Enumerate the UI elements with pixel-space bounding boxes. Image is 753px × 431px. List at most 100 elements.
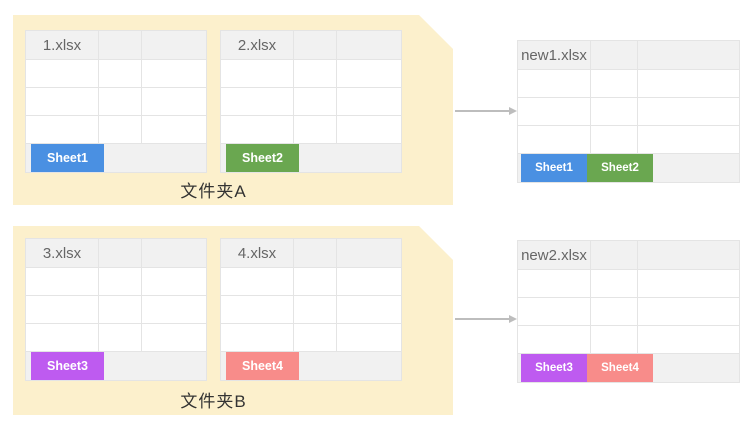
folder-label: 文件夹A: [180, 182, 247, 201]
body-cell: [26, 88, 99, 115]
folder-a: 1.xlsx Sheet1: [13, 15, 453, 205]
file-table-4: 4.xlsx Sheet4: [220, 238, 402, 381]
body-cell: [591, 70, 638, 97]
folder-b: 3.xlsx Sheet3: [13, 226, 453, 415]
body-cell: [99, 60, 142, 87]
table-row: [221, 60, 401, 88]
sheet-tab-bar: Sheet2: [221, 144, 401, 172]
sheet-tab-bar: Sheet1: [26, 144, 206, 172]
body-cell: [142, 324, 206, 351]
arrow-right-icon: [455, 107, 517, 115]
body-cell: [26, 60, 99, 87]
table-row: [221, 88, 401, 116]
body-cell: [518, 70, 591, 97]
file-name: 1.xlsx: [26, 31, 99, 59]
header-cell: [638, 241, 739, 269]
table-row: [26, 88, 206, 116]
sheet-tab: Sheet4: [226, 352, 299, 380]
body-cell: [294, 296, 337, 323]
table-row: [26, 324, 206, 352]
table-header-row: 2.xlsx: [221, 31, 401, 60]
file-name: new2.xlsx: [518, 241, 591, 269]
body-cell: [294, 324, 337, 351]
body-cell: [221, 296, 294, 323]
table-row: [221, 116, 401, 144]
sheet-tabs: Sheet2: [226, 144, 299, 172]
arrow-right-icon: [455, 315, 517, 323]
table-header-row: 3.xlsx: [26, 239, 206, 268]
body-cell: [638, 70, 739, 97]
file-table-1: 1.xlsx Sheet1: [25, 30, 207, 173]
table-row: [26, 116, 206, 144]
table-row: [221, 296, 401, 324]
file-name: 2.xlsx: [221, 31, 294, 59]
header-cell: [142, 31, 206, 59]
body-cell: [638, 270, 739, 297]
header-cell: [142, 239, 206, 267]
sheet-tab: Sheet1: [31, 144, 104, 172]
sheet-tab: Sheet2: [226, 144, 299, 172]
body-cell: [142, 296, 206, 323]
table-row: [518, 298, 739, 326]
table-row: [26, 60, 206, 88]
sheet-tab: Sheet2: [587, 154, 653, 182]
file-table-2: 2.xlsx Sheet2: [220, 30, 402, 173]
body-cell: [337, 268, 401, 295]
header-cell: [591, 41, 638, 69]
sheet-tabs: Sheet1: [31, 144, 104, 172]
body-cell: [591, 126, 638, 153]
header-cell: [294, 31, 337, 59]
sheet-tab-bar: Sheet3: [26, 352, 206, 380]
table-row: [518, 126, 739, 154]
sheet-tabs: Sheet1 Sheet2: [521, 154, 653, 182]
body-cell: [142, 88, 206, 115]
body-cell: [337, 60, 401, 87]
body-cell: [518, 326, 591, 353]
body-cell: [99, 296, 142, 323]
table-row: [221, 268, 401, 296]
body-cell: [591, 98, 638, 125]
body-cell: [337, 88, 401, 115]
body-cell: [591, 326, 638, 353]
header-cell: [337, 239, 401, 267]
body-cell: [337, 116, 401, 143]
body-cell: [142, 268, 206, 295]
body-cell: [518, 126, 591, 153]
sheet-tab-bar: Sheet4: [221, 352, 401, 380]
body-cell: [294, 268, 337, 295]
output-table-new2: new2.xlsx Sheet3 Sheet4: [517, 240, 740, 383]
table-row: [221, 324, 401, 352]
body-cell: [591, 298, 638, 325]
body-cell: [638, 326, 739, 353]
body-cell: [99, 268, 142, 295]
sheet-tab: Sheet3: [521, 354, 587, 382]
body-cell: [99, 116, 142, 143]
body-cell: [26, 324, 99, 351]
body-cell: [142, 60, 206, 87]
body-cell: [142, 116, 206, 143]
sheet-tab-bar: Sheet3 Sheet4: [518, 354, 739, 382]
table-header-row: new2.xlsx: [518, 241, 739, 270]
table-header-row: 1.xlsx: [26, 31, 206, 60]
sheet-tabs: Sheet3: [31, 352, 104, 380]
header-cell: [99, 31, 142, 59]
sheet-tab: Sheet1: [521, 154, 587, 182]
body-cell: [26, 116, 99, 143]
body-cell: [638, 298, 739, 325]
sheet-tab: Sheet3: [31, 352, 104, 380]
header-cell: [99, 239, 142, 267]
body-cell: [99, 324, 142, 351]
body-cell: [294, 88, 337, 115]
sheet-tab-bar: Sheet1 Sheet2: [518, 154, 739, 182]
body-cell: [221, 324, 294, 351]
output-table-new1: new1.xlsx Sheet1 Sheet2: [517, 40, 740, 183]
body-cell: [591, 270, 638, 297]
table-row: [26, 296, 206, 324]
body-cell: [638, 98, 739, 125]
body-cell: [294, 60, 337, 87]
table-row: [26, 268, 206, 296]
body-cell: [337, 296, 401, 323]
body-cell: [518, 270, 591, 297]
body-cell: [26, 296, 99, 323]
